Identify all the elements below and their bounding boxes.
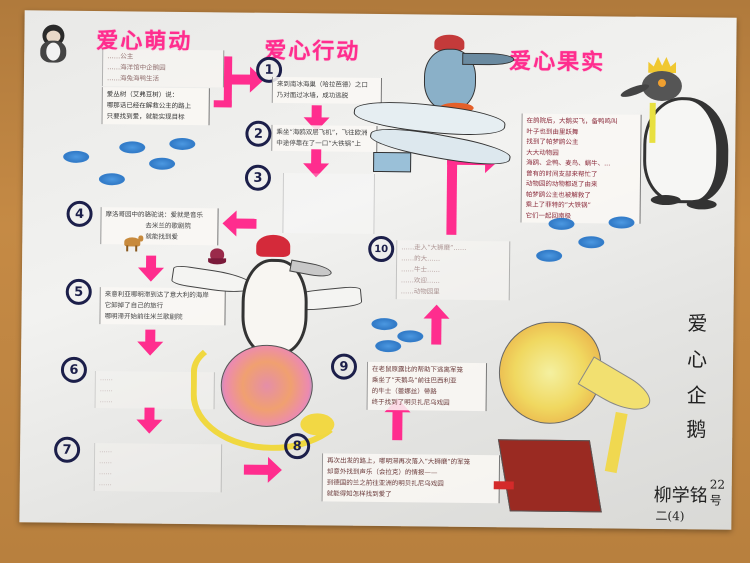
step-note-10: ……走入“大狮磨”…… ……的大…… ……牛士…… ……欢迎…… ……动物园里	[395, 240, 511, 301]
step-number-8: 8	[284, 433, 311, 460]
footprint-icon	[149, 157, 176, 170]
arrow-down-5-icon	[145, 329, 156, 344]
step-note-8: 再次出发的路上，哪明滞再次落入“大狮磨”的军笼 却意外找到声乐（会拉克）的情报—…	[321, 453, 501, 504]
snail-penguin-drawing	[170, 228, 363, 460]
step-note-9: 在老鼠原露比的帮助下逃离军笼 乘坐了“天鹅鸟”前往巴西利亚 的牛士（蕾娜丝）带路…	[366, 361, 488, 412]
footprint-icon	[397, 330, 424, 343]
crowned-penguin-drawing	[619, 57, 735, 218]
arrow-up-8-icon	[392, 410, 403, 441]
author-number: 22号	[709, 477, 726, 508]
step-number-6: 6	[60, 356, 88, 383]
author-name: 柳学铭	[653, 484, 708, 507]
intro-note-2: 爱丛树（艾弗豆树）说： 哪那话已经在解救公主的路上 只要找到爱，就能实现目标	[101, 87, 210, 126]
footprint-icon	[548, 217, 575, 231]
step-number-10: 10	[368, 235, 395, 263]
arrow-down-4-icon	[145, 255, 157, 270]
penguin-sticker-icon	[38, 24, 68, 63]
goose-rider-drawing	[343, 34, 515, 206]
arrow-bracket-bottom	[213, 100, 232, 108]
side-title-char-4: 鹅	[686, 417, 707, 442]
step-number-4: 4	[66, 200, 93, 228]
camel-sticker-icon	[120, 235, 144, 252]
side-title-char-3: 企	[686, 383, 707, 408]
footprint-icon	[608, 216, 635, 229]
footprint-icon	[98, 173, 125, 186]
section-title-fruit: 爱心果实	[509, 49, 606, 76]
poster-paper: 爱心萌动 爱心行动 爱心果实 ……公主 ……海洋馆中企鹅园 ……海兔海鸭生活 爱…	[19, 10, 737, 530]
author-class: 二(4)	[655, 508, 685, 524]
arrow-down-6-icon	[144, 407, 155, 422]
arrow-to-step1-icon	[229, 74, 253, 85]
footprint-icon	[371, 317, 398, 331]
footprint-icon	[119, 141, 146, 154]
side-title-char-1: 爱	[687, 311, 708, 336]
arrow-down-1-icon	[311, 105, 322, 120]
footprint-icon	[578, 236, 605, 249]
footprint-icon	[536, 249, 563, 262]
arrow-up-9-icon	[431, 316, 442, 345]
step-number-9: 9	[330, 353, 358, 380]
intro-note-1: ……公主 ……海洋馆中企鹅园 ……海兔海鸭生活	[101, 49, 225, 88]
step-number-3: 3	[244, 164, 272, 191]
arrow-right-8-icon	[243, 464, 270, 475]
arrow-down-2-icon	[311, 149, 322, 166]
step-number-2: 2	[245, 120, 272, 147]
arrow-left-4-icon	[234, 218, 257, 229]
footprint-icon	[375, 339, 402, 353]
footprint-icon	[63, 150, 90, 163]
gramophone-drawing	[489, 311, 661, 523]
side-title-char-2: 心	[686, 347, 708, 372]
step-number-5: 5	[65, 278, 92, 306]
footprint-icon	[169, 137, 196, 151]
step-number-7: 7	[53, 436, 81, 463]
